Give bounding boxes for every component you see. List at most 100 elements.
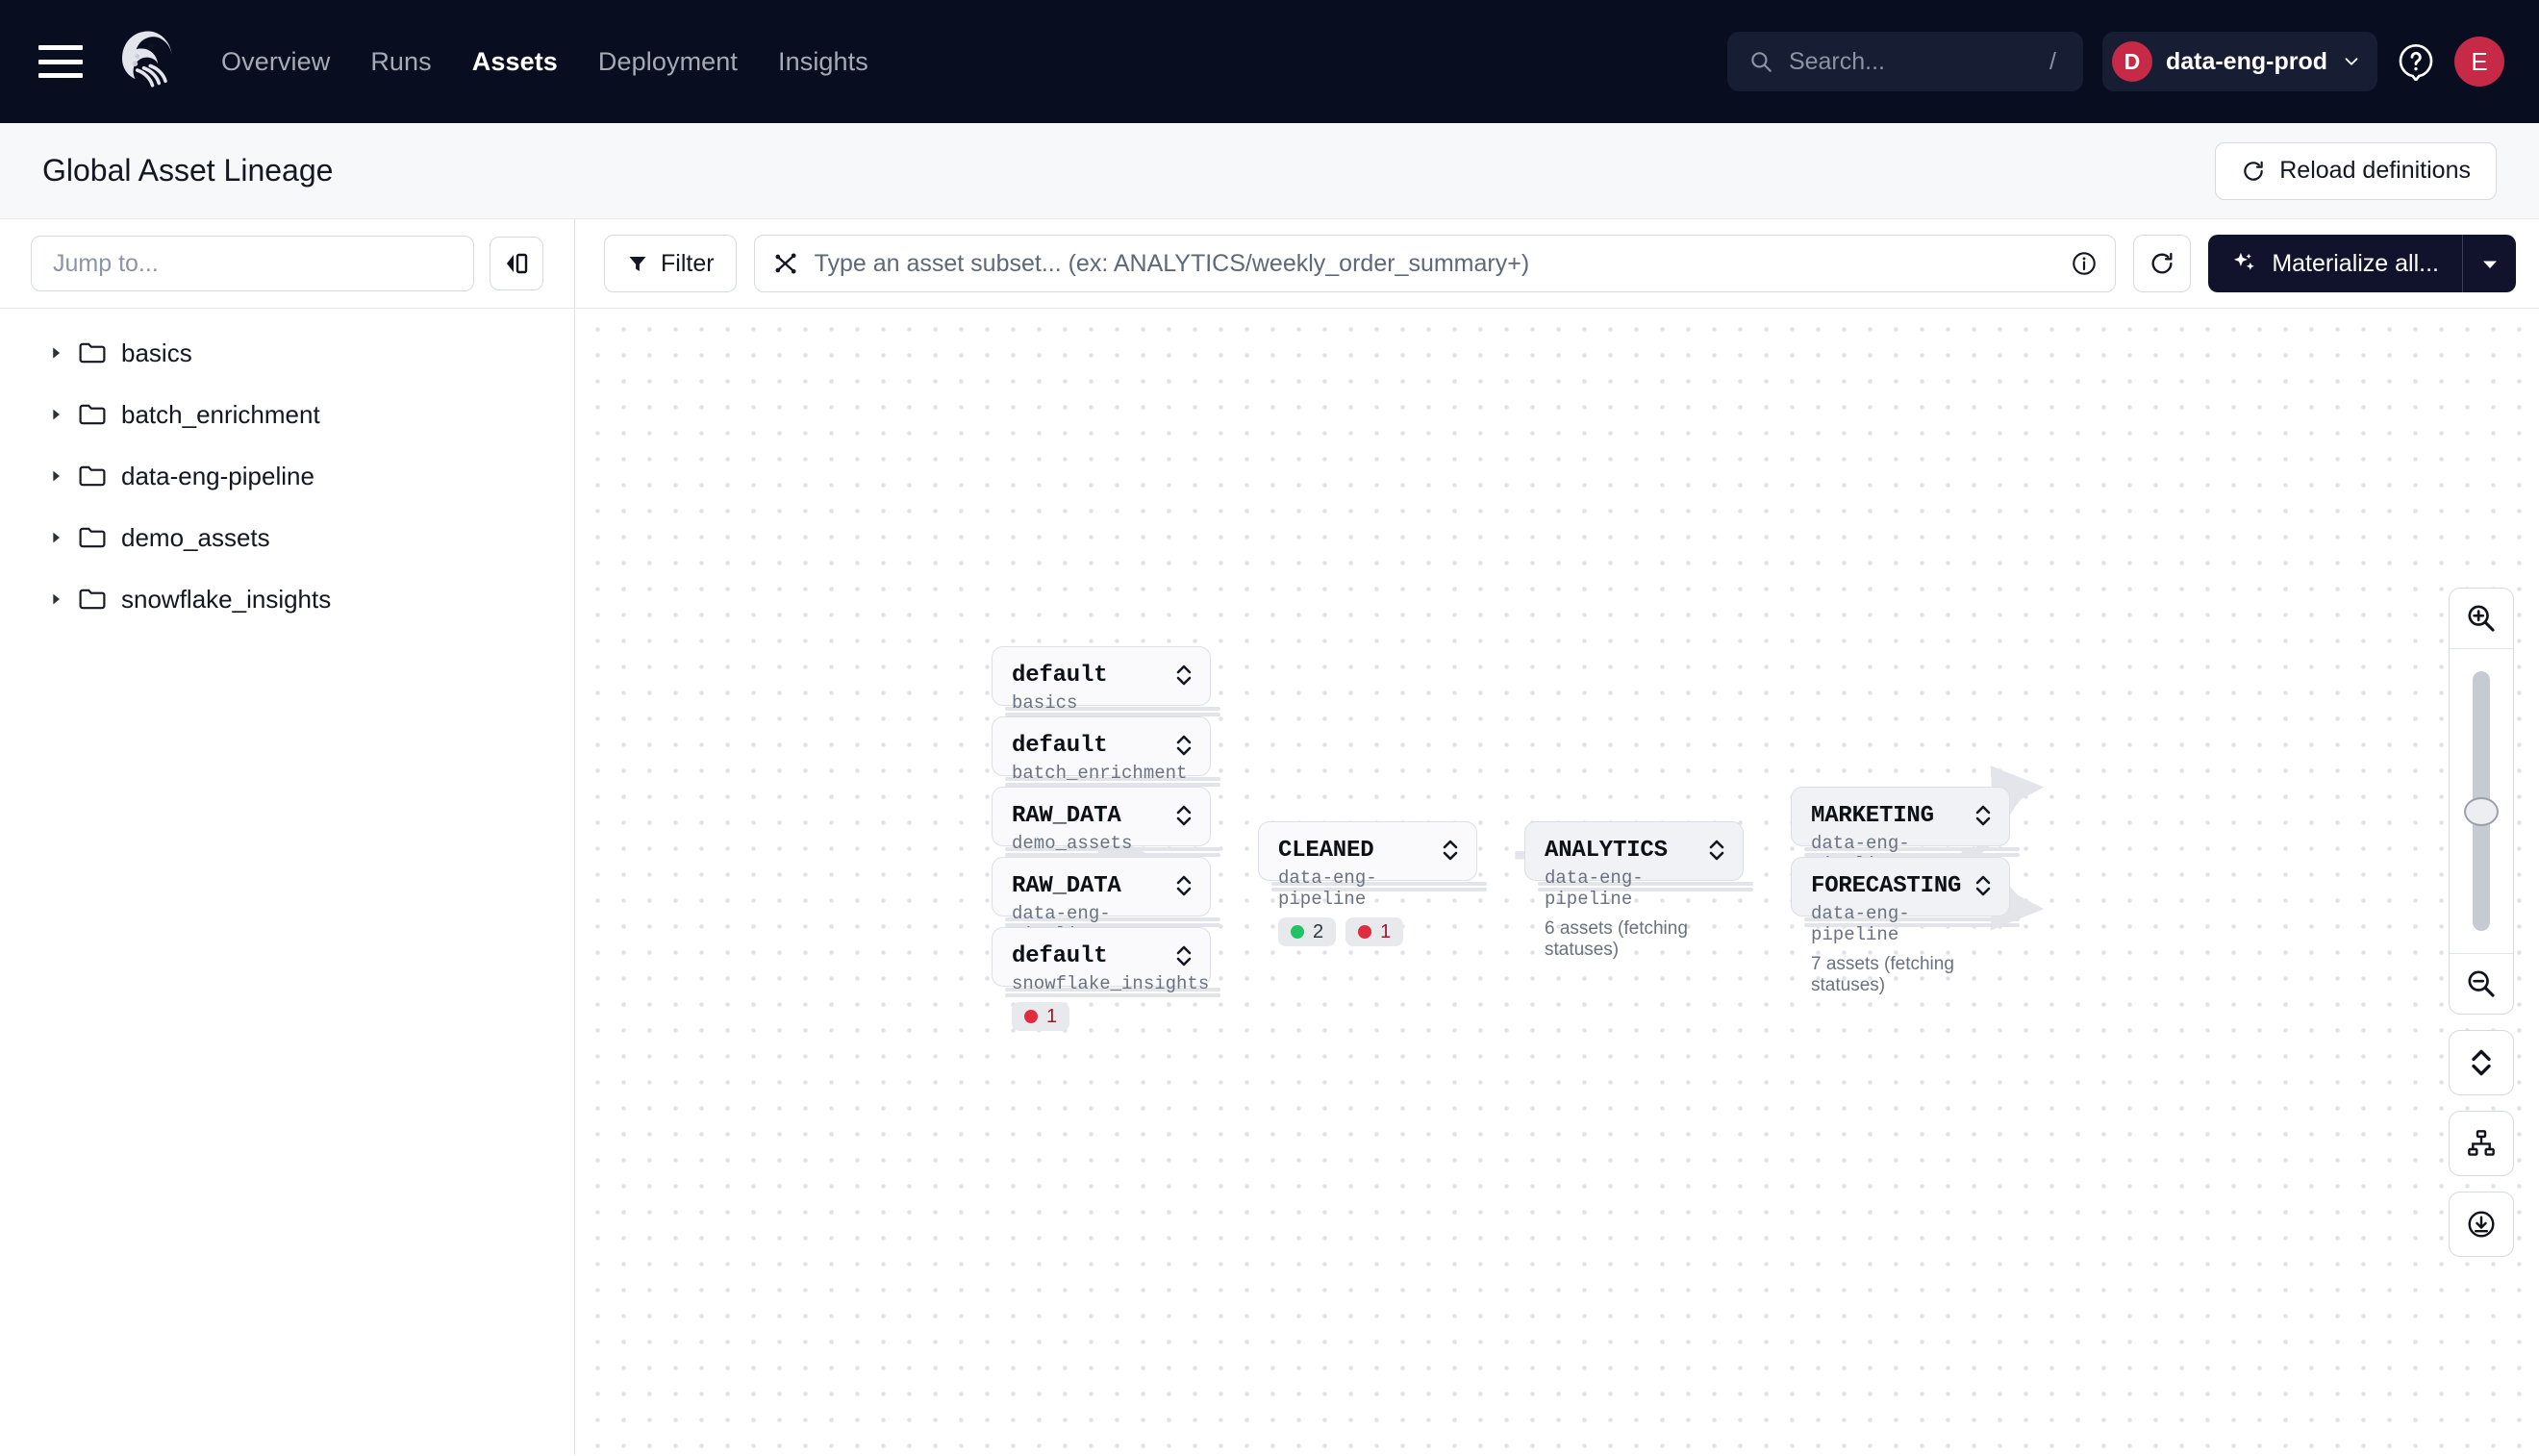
status-badge-succeeded[interactable]: 2 bbox=[1278, 917, 1337, 946]
question-circle-icon[interactable] bbox=[2397, 42, 2435, 81]
zoom-slider-thumb[interactable] bbox=[2464, 797, 2499, 826]
lineage-toolbar: Filter Type an asset subset... (ex: ANAL… bbox=[575, 219, 2539, 309]
caret-right-icon[interactable] bbox=[48, 530, 63, 545]
folder-icon bbox=[79, 404, 106, 425]
nav-link-assets[interactable]: Assets bbox=[471, 46, 558, 76]
sidebar-item-label: data-eng-pipeline bbox=[121, 461, 314, 490]
top-navigation-bar: Overview Runs Assets Deployment Insights… bbox=[0, 0, 2539, 123]
zoom-slider[interactable] bbox=[2450, 649, 2513, 953]
refresh-icon bbox=[2244, 161, 2263, 181]
search-icon bbox=[1751, 52, 1772, 72]
asset-node-snowflake-insights-default[interactable]: default snowflake_insights 1 bbox=[992, 927, 1211, 1031]
collapse-sidebar-icon bbox=[507, 253, 528, 274]
global-search-input[interactable]: Search... / bbox=[1726, 32, 2083, 91]
expand-collapse-icon[interactable] bbox=[1974, 804, 1992, 827]
asset-node-basics-default[interactable]: default basics 3 bbox=[992, 646, 1211, 750]
asset-node-data-eng-pipeline-analytics[interactable]: ANALYTICS data-eng-pipeline 6 assets (fe… bbox=[1524, 821, 1744, 960]
materialize-all-button[interactable]: Materialize all... bbox=[2208, 235, 2516, 292]
materialize-dropdown-button[interactable] bbox=[2462, 235, 2516, 292]
zoom-in-button[interactable] bbox=[2450, 589, 2513, 648]
expand-collapse-icon[interactable] bbox=[1708, 839, 1725, 862]
asset-node-title: default bbox=[1012, 733, 1108, 759]
nav-link-deployment[interactable]: Deployment bbox=[597, 46, 738, 76]
asset-node-title: RAW_DATA bbox=[1012, 873, 1121, 899]
expand-all-button[interactable] bbox=[2449, 1030, 2514, 1095]
nav-link-overview[interactable]: Overview bbox=[221, 46, 331, 76]
sidebar-item-basics[interactable]: basics bbox=[0, 322, 574, 384]
asset-node-data-eng-pipeline-cleaned[interactable]: CLEANED data-eng-pipeline 2 1 bbox=[1258, 821, 1477, 946]
expand-collapse-icon[interactable] bbox=[1175, 944, 1193, 967]
expand-collapse-icon[interactable] bbox=[1175, 734, 1193, 757]
asset-node-title: FORECASTING bbox=[1811, 873, 1962, 899]
divider bbox=[2450, 648, 2513, 649]
search-shortcut-hint: / bbox=[2049, 47, 2056, 75]
status-badge-failed[interactable]: 1 bbox=[1012, 1002, 1070, 1031]
user-avatar[interactable]: E bbox=[2454, 37, 2504, 87]
asset-subset-input[interactable]: Type an asset subset... (ex: ANALYTICS/w… bbox=[753, 235, 2117, 292]
asset-node-title: ANALYTICS bbox=[1545, 838, 1668, 864]
sidebar-item-batch-enrichment[interactable]: batch_enrichment bbox=[0, 384, 574, 445]
reload-definitions-button[interactable]: Reload definitions bbox=[2215, 141, 2497, 200]
asset-node-batch-enrichment-default[interactable]: default batch_enrichment 2 bbox=[992, 716, 1211, 820]
page-body: Jump to... basics bbox=[0, 219, 2539, 1455]
info-circle-icon[interactable] bbox=[2071, 250, 2098, 277]
asset-node-data-eng-pipeline-raw-data[interactable]: RAW_DATA data-eng-pipeline 2 bbox=[992, 857, 1211, 982]
global-search-placeholder: Search... bbox=[1788, 47, 1886, 75]
status-count: 1 bbox=[1046, 1005, 1058, 1027]
asset-group-tree: basics batch_enrichment data-eng-pipelin… bbox=[0, 309, 574, 630]
status-dot-failed bbox=[1024, 1010, 1038, 1023]
asset-node-title: default bbox=[1012, 663, 1108, 689]
sidebar-item-snowflake-insights[interactable]: snowflake_insights bbox=[0, 568, 574, 630]
expand-collapse-icon[interactable] bbox=[1175, 664, 1193, 687]
page-title: Global Asset Lineage bbox=[42, 153, 334, 188]
deployment-switcher[interactable]: D data-eng-prod bbox=[2101, 32, 2377, 91]
filter-button[interactable]: Filter bbox=[604, 235, 737, 292]
caret-right-icon[interactable] bbox=[48, 468, 63, 484]
sidebar-item-label: snowflake_insights bbox=[121, 584, 332, 614]
reload-definitions-label: Reload definitions bbox=[2279, 157, 2471, 184]
zoom-out-button[interactable] bbox=[2450, 954, 2513, 1014]
expand-collapse-icon[interactable] bbox=[1974, 874, 1992, 897]
asset-group-node: default batch_enrichment 2 bbox=[992, 716, 1220, 820]
download-graph-button[interactable] bbox=[2449, 1192, 2514, 1257]
asset-group-node: MARKETING data-eng-pipeline 3 bbox=[1791, 787, 2020, 912]
jump-to-input[interactable]: Jump to... bbox=[31, 236, 474, 291]
hierarchy-layout-icon bbox=[2468, 1130, 2495, 1156]
caret-right-icon[interactable] bbox=[48, 407, 63, 422]
sidebar-item-data-eng-pipeline[interactable]: data-eng-pipeline bbox=[0, 445, 574, 507]
zoom-in-icon bbox=[2468, 605, 2495, 632]
nav-link-insights[interactable]: Insights bbox=[778, 46, 868, 76]
zoom-out-icon bbox=[2468, 970, 2495, 997]
nav-link-runs[interactable]: Runs bbox=[370, 46, 432, 76]
status-badge-failed[interactable]: 1 bbox=[1345, 917, 1404, 946]
status-count: 1 bbox=[1380, 920, 1392, 942]
asset-node-status-text: 6 assets (fetching statuses) bbox=[1545, 918, 1688, 960]
chevron-down-icon bbox=[2345, 58, 2358, 65]
lineage-graph-canvas[interactable]: default basics 3 bbox=[575, 309, 2539, 1455]
asset-node-demo-assets-raw-data[interactable]: RAW_DATA demo_assets 1 bbox=[992, 787, 1211, 891]
collapse-sidebar-button[interactable] bbox=[490, 237, 543, 290]
asset-node-data-eng-pipeline-forecasting[interactable]: FORECASTING data-eng-pipeline 7 assets (… bbox=[1791, 857, 2010, 995]
hamburger-menu-icon[interactable] bbox=[38, 45, 83, 78]
asset-node-status-badges: 1 bbox=[1012, 1002, 1191, 1031]
asset-subset-placeholder: Type an asset subset... (ex: ANALYTICS/w… bbox=[814, 249, 1530, 277]
lineage-main-panel: Filter Type an asset subset... (ex: ANAL… bbox=[575, 219, 2539, 1455]
deployment-avatar: D bbox=[2111, 41, 2152, 82]
caret-right-icon[interactable] bbox=[48, 345, 63, 361]
sidebar-item-demo-assets[interactable]: demo_assets bbox=[0, 507, 574, 568]
expand-collapse-icon[interactable] bbox=[1175, 874, 1193, 897]
refresh-graph-button[interactable] bbox=[2133, 235, 2192, 292]
asset-group-sidebar: Jump to... basics bbox=[0, 219, 575, 1455]
asset-group-node: RAW_DATA data-eng-pipeline 2 bbox=[992, 857, 1220, 982]
jump-to-placeholder: Jump to... bbox=[53, 249, 159, 277]
expand-collapse-icon[interactable] bbox=[1442, 839, 1459, 862]
asset-node-data-eng-pipeline-marketing[interactable]: MARKETING data-eng-pipeline 3 bbox=[1791, 787, 2010, 912]
expand-collapse-icon[interactable] bbox=[1175, 804, 1193, 827]
layout-direction-button[interactable] bbox=[2449, 1111, 2514, 1176]
folder-icon bbox=[79, 465, 106, 487]
caret-right-icon[interactable] bbox=[48, 591, 63, 607]
asset-node-status-badges: 2 1 bbox=[1278, 917, 1457, 946]
dagster-logo[interactable] bbox=[113, 27, 183, 96]
status-dot-succeeded bbox=[1291, 925, 1304, 939]
asset-group-node: default snowflake_insights 1 bbox=[992, 927, 1220, 1031]
